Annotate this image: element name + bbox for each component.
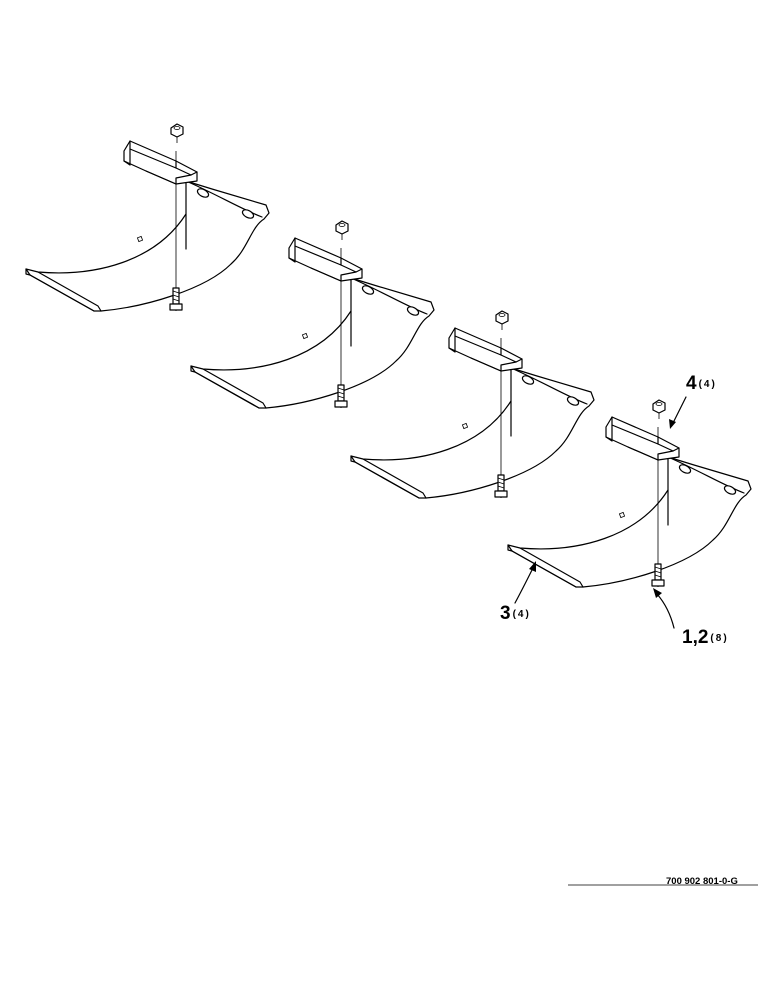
callout-1-2-qty: (8) — [710, 633, 729, 644]
drawing-reference-number: 700 902 801-0-G — [666, 876, 738, 887]
skid-shoe-assembly-1[interactable] — [25, 123, 270, 312]
callout-4-qty: (4) — [698, 379, 717, 390]
callout-3-number: 3 — [500, 603, 511, 624]
callout-4: 4(4) — [686, 374, 717, 393]
leader-arrow-1-2 — [653, 588, 675, 629]
callout-1-2: 1,2(8) — [682, 628, 729, 647]
callout-4-number: 4 — [686, 373, 697, 394]
leader-arrow-4 — [669, 396, 687, 429]
callout-3-qty: (4) — [512, 609, 531, 620]
callout-1-2-number: 1,2 — [682, 627, 709, 648]
leader-arrow-3 — [514, 561, 536, 604]
callout-3: 3(4) — [500, 604, 531, 623]
